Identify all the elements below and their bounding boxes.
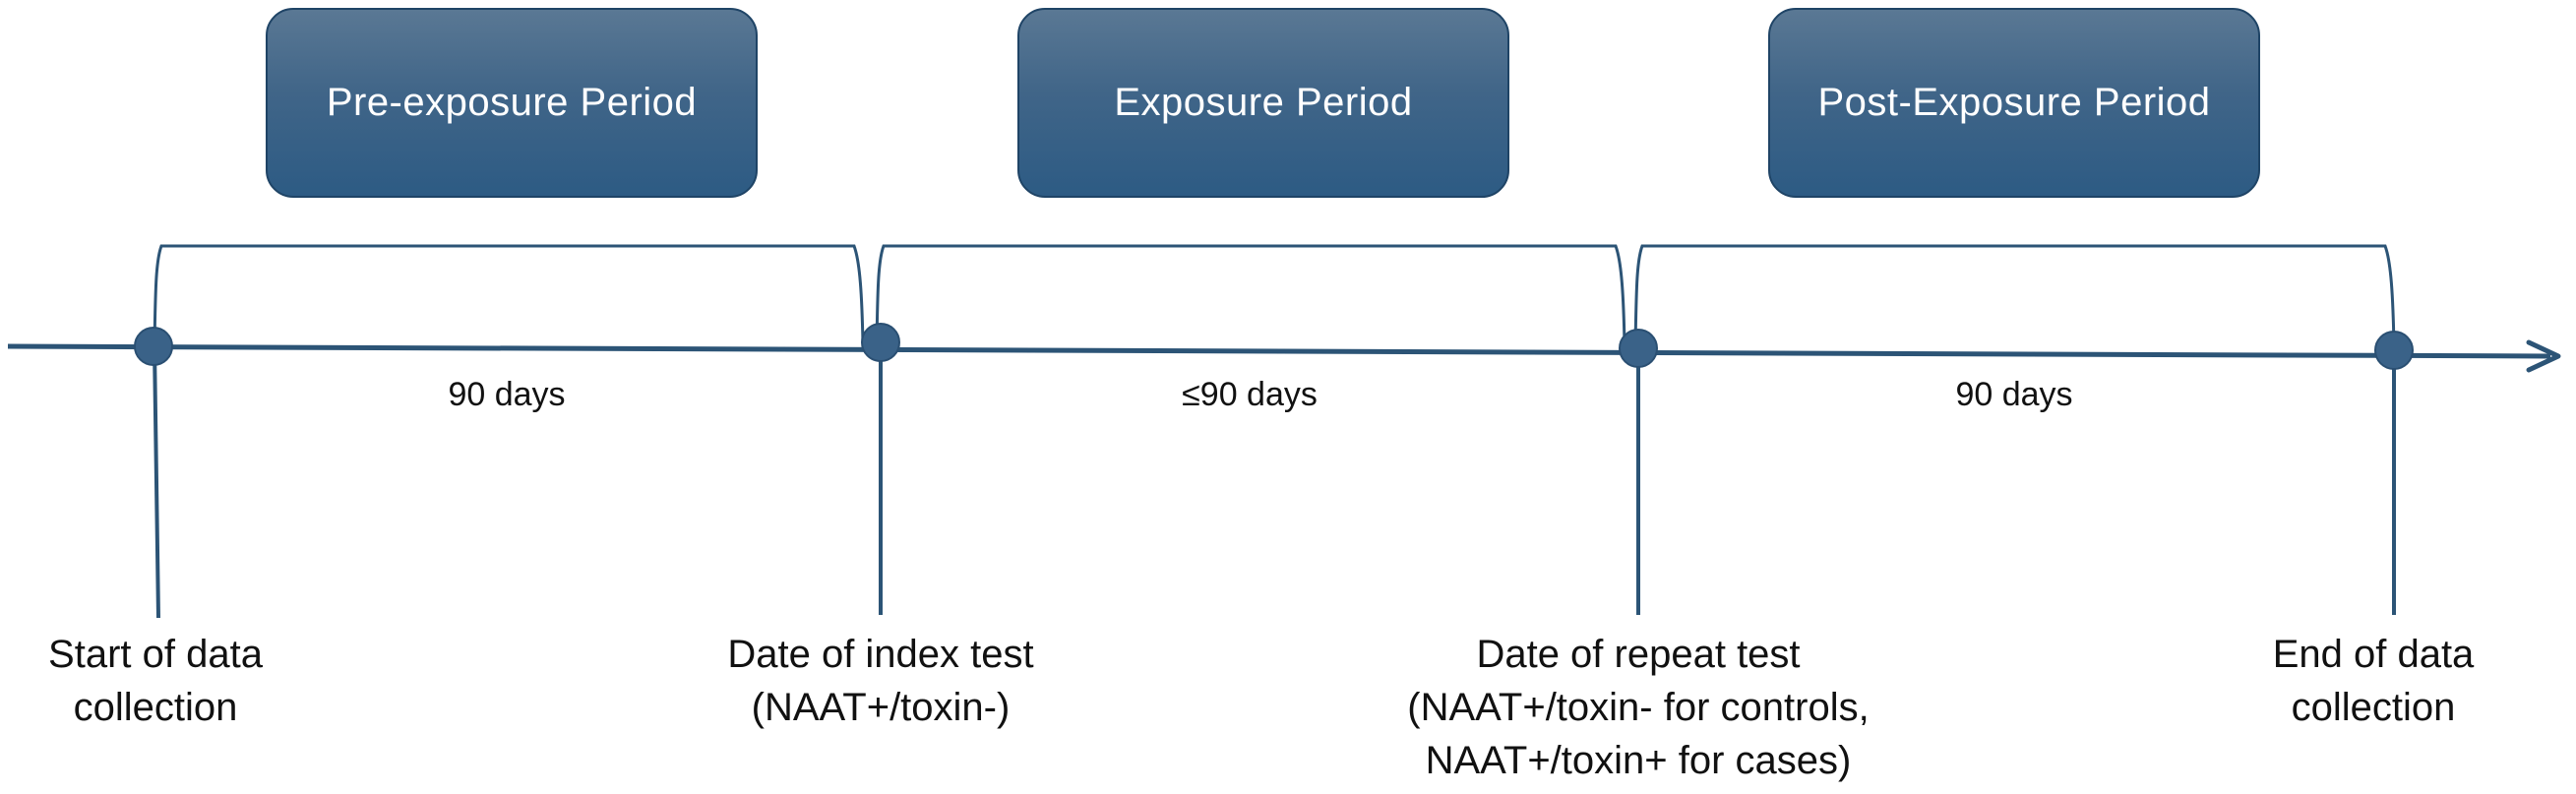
- period-label: Post-Exposure Period: [1817, 81, 2211, 124]
- event-label-line: (NAAT+/toxin-): [751, 686, 1011, 729]
- marker-index-test: [861, 323, 900, 362]
- duration-pre-exposure: 90 days: [448, 376, 566, 413]
- event-label-line: collection: [73, 686, 238, 729]
- exposure-period-box: Exposure Period: [1017, 8, 1509, 198]
- event-start-of-data-collection: Start of data collection: [8, 628, 303, 734]
- event-label-line: collection: [2291, 686, 2456, 729]
- event-label-line: Start of data: [48, 633, 263, 676]
- bracket-exposure: [875, 244, 1626, 345]
- period-label: Exposure Period: [1114, 81, 1413, 124]
- event-label-line: End of data: [2272, 633, 2475, 676]
- period-label: Pre-exposure Period: [326, 81, 698, 124]
- event-date-of-index-test: Date of index test (NAAT+/toxin-): [684, 628, 1077, 734]
- pre-exposure-period-box: Pre-exposure Period: [266, 8, 758, 198]
- event-label-line: NAAT+/toxin+ for cases): [1425, 739, 1852, 782]
- duration-exposure: ≤90 days: [1182, 376, 1318, 413]
- post-exposure-period-box: Post-Exposure Period: [1768, 8, 2260, 198]
- event-date-of-repeat-test: Date of repeat test (NAAT+/toxin- for co…: [1353, 628, 1924, 787]
- timeline-axis: [7, 343, 2551, 359]
- marker-repeat-test: [1619, 329, 1658, 368]
- event-label-line: Date of index test: [727, 633, 1034, 676]
- marker-start: [134, 327, 173, 366]
- bracket-post-exposure: [1633, 244, 2396, 347]
- event-label-line: Date of repeat test: [1476, 633, 1801, 676]
- timeline-arrowhead: [2526, 339, 2561, 373]
- event-end-of-data-collection: End of data collection: [2226, 628, 2521, 734]
- bracket-pre-exposure: [153, 244, 865, 345]
- event-label-line: (NAAT+/toxin- for controls,: [1407, 686, 1870, 729]
- duration-post-exposure: 90 days: [1955, 376, 2073, 413]
- drop-line-start: [153, 345, 160, 619]
- marker-end: [2374, 331, 2414, 370]
